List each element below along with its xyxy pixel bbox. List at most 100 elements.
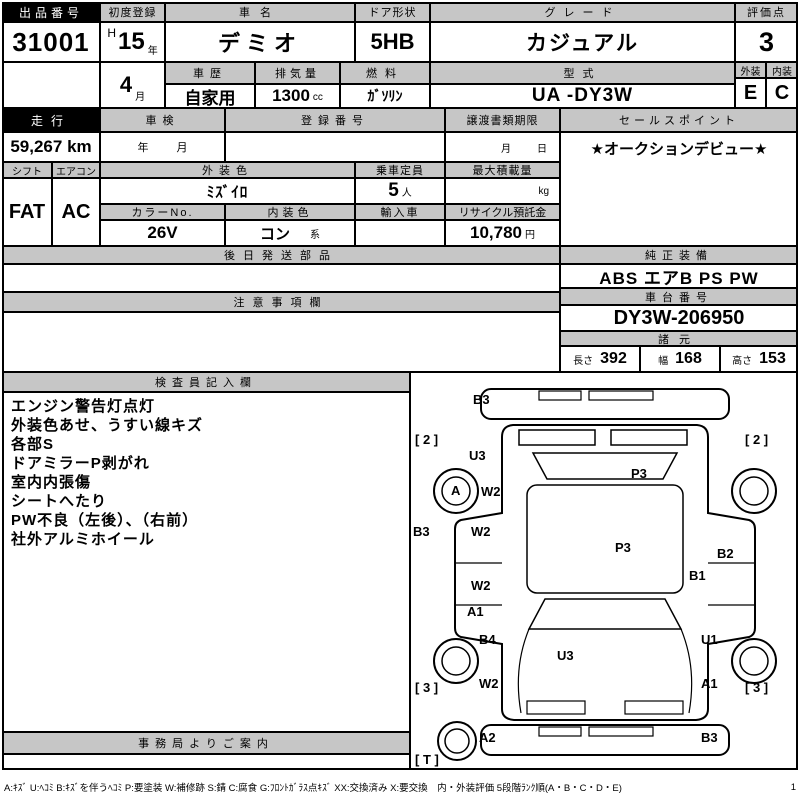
fuel-value: ｶﾞｿﾘﾝ — [340, 84, 430, 108]
interior-color-name: コン — [259, 225, 290, 243]
mileage-value: 59,267 km — [2, 132, 100, 162]
spare-tire — [437, 721, 477, 761]
office-header: 事務局よりご案内 — [2, 732, 410, 754]
sales-point-header: セールスポイント — [560, 108, 798, 132]
office-value — [2, 754, 410, 770]
interior-grade-header: 内装 — [766, 62, 798, 78]
damage-marker: A — [451, 483, 461, 498]
recycle-unit: 円 — [525, 230, 535, 241]
transfer-month-suffix: 月 — [501, 143, 511, 155]
damage-marker: [ 3 ] — [415, 680, 439, 695]
wheel-rear-right — [731, 638, 777, 684]
capacity-unit: 人 — [401, 188, 412, 199]
displacement-value: 1300 cc — [255, 84, 340, 108]
capacity-header: 乗車定員 — [355, 162, 445, 178]
damage-marker: B2 — [717, 546, 734, 561]
month-suffix: 月 — [135, 92, 146, 103]
equipment-value: ABS エアB PS PW — [560, 264, 798, 288]
model-code-value: UA -DY3W — [430, 84, 735, 108]
interior-grade-value: C — [766, 78, 798, 108]
damage-marker: B3 — [473, 392, 490, 407]
capacity-number: 5 — [388, 180, 399, 201]
damage-marker: A1 — [701, 676, 718, 691]
inspection-month-suffix: 月 — [176, 142, 188, 154]
max-load-unit: kg — [538, 185, 549, 197]
wheel-front-right — [731, 468, 777, 514]
exterior-grade-value: E — [735, 78, 766, 108]
length-value: 392 — [600, 350, 627, 367]
exhibit-empty-cell — [2, 62, 100, 108]
history-header: 車歴 — [165, 62, 255, 84]
legend-page-number: 1 — [790, 781, 796, 793]
exterior-color-header: 外装色 — [100, 162, 355, 178]
history-value: 自家用 — [165, 84, 255, 108]
spec-height-cell: 高さ 153 — [720, 346, 798, 372]
width-label: 幅 — [658, 355, 669, 367]
import-value — [355, 220, 445, 246]
exterior-color-value: ﾐｽﾞｲﾛ — [100, 178, 355, 204]
transfer-deadline-header: 譲渡書類期限 — [445, 108, 560, 132]
length-label: 長さ — [573, 355, 594, 367]
mileage-header: 走行 — [2, 108, 100, 132]
reg-month-value: 4 — [119, 72, 133, 97]
inspector-note: PW不良（左後）、（右前） — [11, 512, 199, 529]
registration-no-value — [225, 132, 445, 162]
damage-marker: P3 — [631, 466, 647, 481]
transfer-day-suffix: 日 — [537, 143, 547, 155]
wheel-front-left — [433, 468, 479, 514]
max-load-value: kg — [445, 178, 560, 204]
wheel-rear-left — [433, 638, 479, 684]
damage-marker: B3 — [701, 730, 718, 745]
recycle-deposit-header: リサイクル預託金 — [445, 204, 560, 220]
color-no-header: カラーNo. — [100, 204, 225, 220]
reg-year-value: 15 — [117, 28, 145, 55]
legend-text: A:ｷｽﾞ U:ﾍｺﾐ B:ｷｽﾞを伴うﾍｺﾐ P:要塗装 W:補修跡 S:錆 … — [4, 783, 622, 794]
aircon-header: エアコン — [52, 162, 100, 178]
damage-marker: W2 — [471, 578, 491, 593]
max-load-header: 最大積載量 — [445, 162, 560, 178]
exhibit-no-label: 出品番号 — [18, 5, 83, 20]
score-header: 評価点 — [735, 2, 798, 22]
later-parts-value — [2, 264, 560, 292]
model-code-header: 型式 — [430, 62, 735, 84]
import-header: 輸入車 — [355, 204, 445, 220]
damage-marker: A2 — [479, 730, 496, 745]
inspector-note: 社外アルミホイール — [11, 531, 155, 548]
sales-point-value: ★オークションデビュー★ — [560, 132, 798, 246]
car-body-outline — [454, 424, 756, 721]
damage-marker: [ 3 ] — [745, 680, 769, 695]
year-suffix: 年 — [147, 46, 158, 57]
grade-value: カジュアル — [430, 22, 735, 62]
height-value: 153 — [759, 350, 786, 367]
chassis-no-value: DY3W-206950 — [560, 305, 798, 331]
spec-header: 諸元 — [560, 331, 798, 346]
grade-header: グレード — [430, 2, 735, 22]
transfer-deadline-value: 月 日 — [445, 132, 560, 162]
recycle-deposit-value: 10,780 円 — [445, 220, 560, 246]
exhibit-no-header: 出品番号 — [2, 2, 100, 22]
capacity-value: 5 人 — [355, 178, 445, 204]
inspection-year-suffix: 年 — [137, 142, 149, 154]
interior-color-value: コン 系 — [225, 220, 355, 246]
first-reg-header: 初度登録 — [100, 2, 165, 22]
cautions-value — [2, 312, 560, 372]
equipment-header: 純正装備 — [560, 246, 798, 264]
shift-value: FAT — [2, 178, 52, 246]
car-top-view-graphic — [433, 388, 777, 761]
damage-marker: W2 — [471, 524, 491, 539]
damage-marker: B3 — [413, 524, 430, 539]
inspector-note: シートへたり — [11, 493, 108, 510]
score-value: 3 — [735, 22, 798, 62]
cautions-header: 注意事項欄 — [2, 292, 560, 312]
later-parts-header: 後日発送部品 — [2, 246, 560, 264]
spec-length-cell: 長さ 392 — [560, 346, 640, 372]
displacement-header: 排気量 — [255, 62, 340, 84]
displacement-number: 1300 — [272, 86, 310, 105]
exhibit-no-value: 31001 — [2, 22, 100, 62]
rear-bumper — [480, 388, 730, 420]
recycle-amount: 10,780 — [470, 223, 522, 242]
damage-marker: A1 — [467, 604, 484, 619]
damage-marker: B1 — [689, 568, 706, 583]
